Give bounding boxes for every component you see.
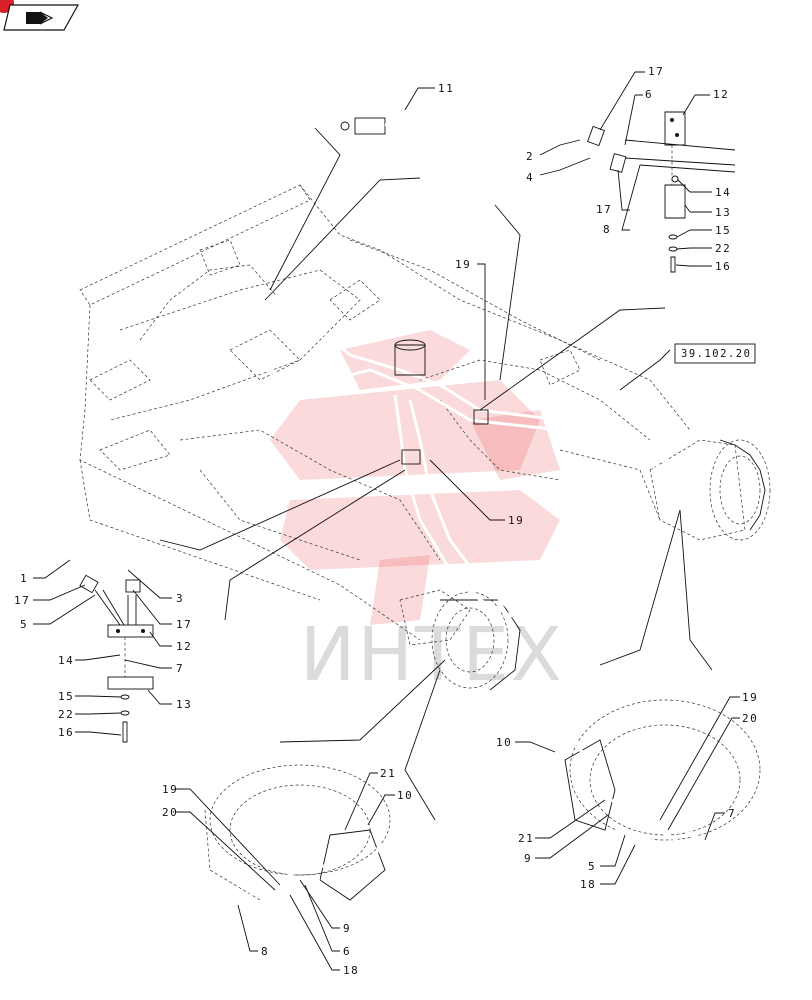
callout-22[interactable]: 22 (715, 242, 731, 255)
callout-19[interactable]: 19 (455, 258, 471, 271)
reference-box-label: 39.102.20 (681, 348, 751, 360)
callout-19[interactable]: 19 (162, 783, 178, 796)
leader-lines-main (159, 127, 713, 821)
callout-7[interactable]: 7 (176, 662, 184, 675)
callout-20[interactable]: 20 (162, 806, 178, 819)
callout-12[interactable]: 12 (176, 640, 192, 653)
callout-9[interactable]: 9 (524, 852, 532, 865)
callout-18[interactable]: 18 (580, 878, 596, 891)
callout-19[interactable]: 19 (508, 514, 524, 527)
callout-17[interactable]: 17 (176, 618, 192, 631)
callout-17[interactable]: 17 (14, 594, 30, 607)
callout-15[interactable]: 15 (715, 224, 731, 237)
callout-16[interactable]: 16 (58, 726, 74, 739)
book-icon (26, 12, 48, 24)
hose-11 (340, 117, 432, 147)
detail-motor-bottom-right (549, 699, 761, 872)
callout-leaders (33, 71, 740, 971)
callout-14[interactable]: 14 (715, 186, 731, 199)
callout-6[interactable]: 6 (343, 945, 351, 958)
callout-21[interactable]: 21 (380, 767, 396, 780)
watermark-text: ИНТЕХ (300, 612, 564, 698)
callout-1[interactable]: 1 (20, 572, 28, 585)
callout-5[interactable]: 5 (20, 618, 28, 631)
callout-7[interactable]: 7 (728, 807, 736, 820)
callout-20[interactable]: 20 (742, 712, 758, 725)
reference-box[interactable]: 39.102.20 (674, 343, 756, 364)
callout-8[interactable]: 8 (603, 223, 611, 236)
detail-clamp-left (58, 548, 154, 743)
callout-14[interactable]: 14 (58, 654, 74, 667)
callout-3[interactable]: 3 (176, 592, 184, 605)
callout-8[interactable]: 8 (261, 945, 269, 958)
hose-runs (184, 293, 701, 622)
callout-10[interactable]: 10 (496, 736, 512, 749)
callout-12[interactable]: 12 (713, 88, 729, 101)
callout-22[interactable]: 22 (58, 708, 74, 721)
corner-nav-badge[interactable] (0, 0, 80, 31)
callout-2[interactable]: 2 (526, 150, 534, 163)
callout-19[interactable]: 19 (742, 691, 758, 704)
callout-16[interactable]: 16 (715, 260, 731, 273)
callout-numbers: 11 17 6 12 2 4 14 17 13 8 15 22 16 19 19… (14, 65, 758, 977)
undercarriage-phantom (79, 184, 691, 646)
detail-clamp-top-right (559, 111, 736, 273)
callout-13[interactable]: 13 (176, 698, 192, 711)
callout-4[interactable]: 4 (526, 171, 534, 184)
callout-6[interactable]: 6 (645, 88, 653, 101)
callout-21[interactable]: 21 (518, 832, 534, 845)
callout-13[interactable]: 13 (715, 206, 731, 219)
callout-18[interactable]: 18 (343, 964, 359, 977)
callout-10[interactable]: 10 (397, 789, 413, 802)
callout-11[interactable]: 11 (438, 82, 454, 95)
callout-9[interactable]: 9 (343, 922, 351, 935)
callout-17[interactable]: 17 (596, 203, 612, 216)
right-drive-motor (649, 439, 771, 541)
callout-17[interactable]: 17 (648, 65, 664, 78)
detail-motor-bottom-left (179, 764, 391, 947)
callout-15[interactable]: 15 (58, 690, 74, 703)
callout-5[interactable]: 5 (588, 860, 596, 873)
